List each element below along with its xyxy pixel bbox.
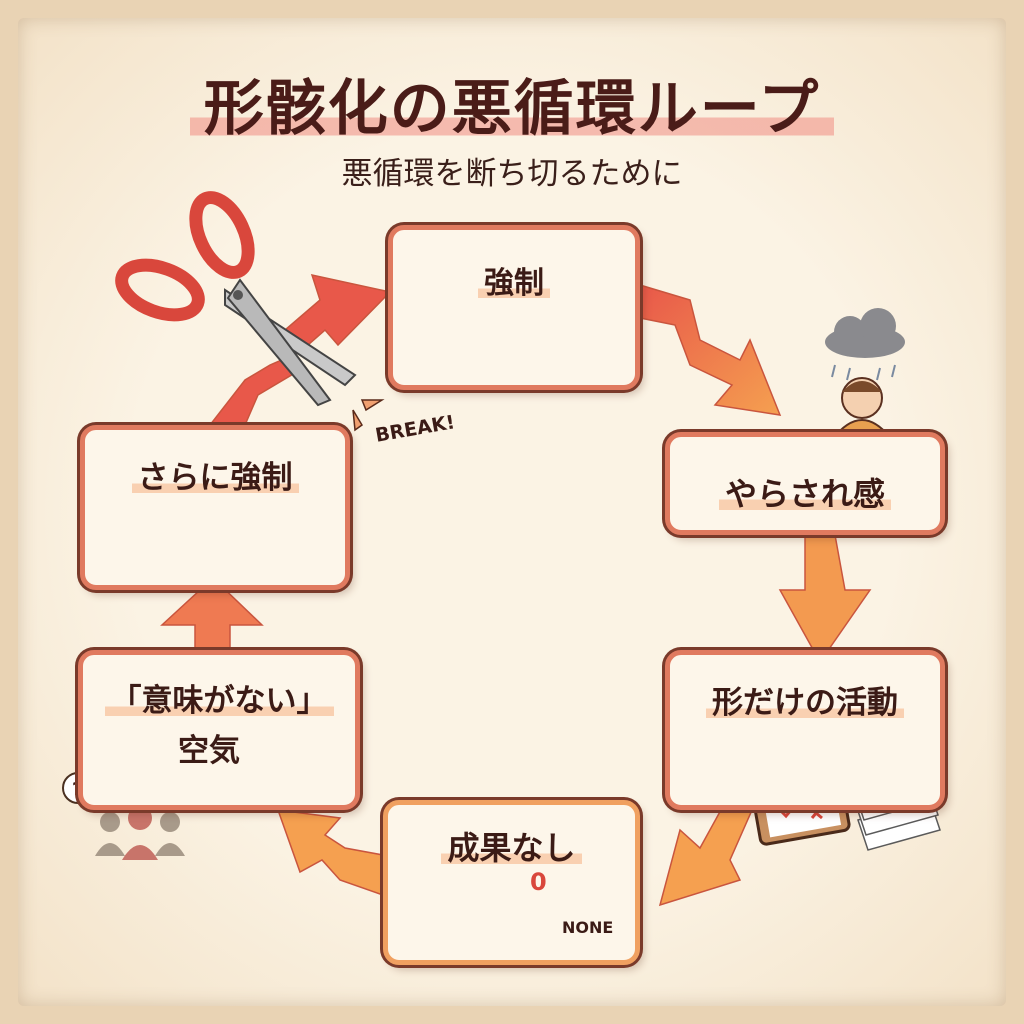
step-force: 強制 [388,225,640,390]
arrow-1-to-2 [639,283,782,416]
step-forced-feeling-label: やらされ感 [718,475,891,513]
scissors-icon [115,191,357,407]
arrow-2-to-3 [778,534,872,664]
chart-zero-label: 0 [530,868,547,896]
step-meaningless-mood: 「意味がない」 空気 [78,650,360,810]
arrow-5-to-6 [160,576,264,651]
chart-none-label: NONE [562,918,614,937]
step-meaningless-mood-label: 「意味がない」 [104,683,334,719]
arrow-3-to-4 [658,807,754,907]
title-text: 形骸化の悪循環ループ [189,74,835,144]
rain-cloud-icon [825,308,905,381]
break-fragments-icon [352,399,385,432]
step-force-label: 強制 [478,266,550,301]
step-no-results-label: 成果なし [441,829,582,867]
step-formal-activity-label: 形だけの活動 [706,685,904,721]
arrow-4-to-5 [276,809,384,897]
step-forced-feeling: やらされ感 [665,432,945,535]
step-formal-activity: 形だけの活動 [665,650,945,810]
page-subtitle: 悪循環を断ち切るために [341,156,683,192]
page-title: 形骸化の悪循環ループ [0,60,1024,147]
step-more-force-label: さらに強制 [131,460,299,496]
step-more-force: さらに強制 [80,425,350,590]
svg-text:?: ? [72,779,82,800]
step-meaningless-mood-label2: 空気 [178,733,240,769]
step-no-results: 成果なし [383,800,640,965]
